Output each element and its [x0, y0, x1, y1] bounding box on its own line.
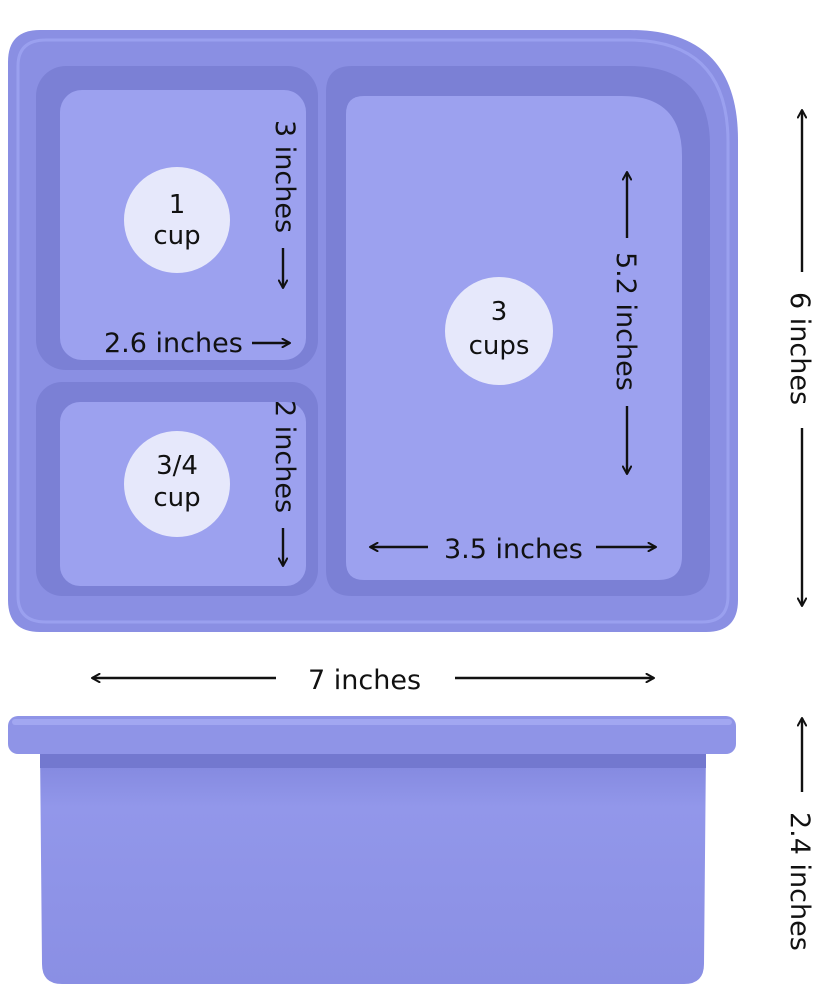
label-5-2-inches: 5.2 inches [610, 252, 641, 391]
capacity-badge-3-cups: 3 cups [445, 277, 553, 385]
badge-text-line1: 1 [169, 190, 186, 220]
box-top-view: 1 cup 3/4 cup 3 cups 3 inches 2.6 inches… [8, 30, 738, 632]
label-3-inches: 3 inches [269, 120, 300, 233]
depth-dimension: 6 inches [784, 110, 815, 606]
box-side-body [40, 748, 706, 984]
box-side-view [8, 716, 736, 984]
box-side-rim [8, 716, 736, 754]
capacity-badge-1-cup: 1 cup [124, 167, 230, 273]
label-7-inches: 7 inches [308, 665, 421, 696]
badge-text-line2: cups [469, 331, 530, 361]
badge-text-line2: cup [153, 221, 200, 251]
label-6-inches: 6 inches [784, 292, 815, 405]
label-2-4-inches: 2.4 inches [784, 812, 815, 951]
height-dimension: 2.4 inches [784, 718, 815, 951]
label-2-inches: 2 inches [269, 400, 300, 513]
label-2-6-inches: 2.6 inches [104, 328, 243, 359]
box-side-rim-highlight [12, 719, 732, 725]
width-dimension: 7 inches [92, 665, 654, 696]
capacity-badge-3-4-cup: 3/4 cup [124, 431, 230, 537]
badge-text-line1: 3 [491, 297, 508, 327]
badge-text-line1: 3/4 [156, 451, 198, 481]
box-rim-highlight [16, 38, 730, 624]
badge-text-line2: cup [153, 483, 200, 513]
label-3-5-inches: 3.5 inches [444, 534, 583, 565]
